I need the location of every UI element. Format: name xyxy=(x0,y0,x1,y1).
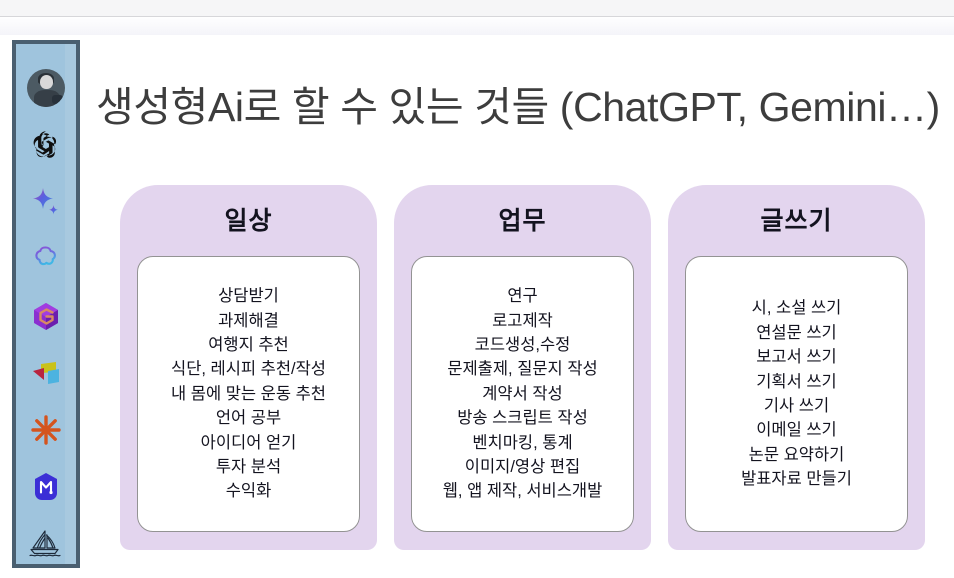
ai-app-rail xyxy=(12,40,80,568)
category-title: 글쓰기 xyxy=(760,207,833,235)
list-item: 보고서 쓰기 xyxy=(756,348,837,367)
category-card-daily: 일상 상담받기 과제해결 여행지 추천 식단, 레시피 추천/작성 내 몸에 맞… xyxy=(120,185,377,550)
list-item: 웹, 앱 제작, 서비스개발 xyxy=(442,482,603,501)
list-item: 연설문 쓰기 xyxy=(756,323,837,342)
claude-asterisk-icon[interactable] xyxy=(26,410,66,450)
list-item: 문제출제, 질문지 작성 xyxy=(447,360,598,379)
list-item: 상담받기 xyxy=(218,287,279,306)
list-item: 연구 xyxy=(507,287,538,306)
midjourney-sailboat-icon[interactable] xyxy=(26,524,66,564)
openai-chatgpt-icon[interactable] xyxy=(26,125,66,165)
user-avatar-icon[interactable] xyxy=(26,68,66,108)
list-item: 시, 소설 쓰기 xyxy=(751,299,842,318)
category-card-writing: 글쓰기 시, 소설 쓰기 연설문 쓰기 보고서 쓰기 기획서 쓰기 기사 쓰기 … xyxy=(668,185,925,550)
miro-hexagon-m-icon[interactable] xyxy=(26,467,66,507)
list-item: 이메일 쓰기 xyxy=(756,421,837,440)
browser-top-strip xyxy=(0,0,954,17)
category-title: 일상 xyxy=(224,207,273,235)
category-card-work: 업무 연구 로고제작 코드생성,수정 문제출제, 질문지 작성 계약서 작성 방… xyxy=(394,185,651,550)
list-item: 수익화 xyxy=(225,482,272,501)
list-item: 벤치마킹, 통계 xyxy=(472,433,573,452)
category-item-box: 상담받기 과제해결 여행지 추천 식단, 레시피 추천/작성 내 몸에 맞는 운… xyxy=(137,256,360,532)
category-item-box: 연구 로고제작 코드생성,수정 문제출제, 질문지 작성 계약서 작성 방송 스… xyxy=(411,256,634,532)
category-item-box: 시, 소설 쓰기 연설문 쓰기 보고서 쓰기 기획서 쓰기 기사 쓰기 이메일 … xyxy=(685,256,908,532)
avatar-shoulder xyxy=(52,95,63,104)
avatar-head xyxy=(40,75,53,89)
list-item: 아이디어 얻기 xyxy=(200,433,297,452)
genspark-cloud-icon[interactable] xyxy=(26,239,66,279)
list-item: 투자 분석 xyxy=(215,458,282,477)
list-item: 기사 쓰기 xyxy=(763,397,830,415)
list-item: 방송 스크립트 작성 xyxy=(457,409,588,428)
toolbar-strip xyxy=(0,18,954,35)
category-card-group: 일상 상담받기 과제해결 여행지 추천 식단, 레시피 추천/작성 내 몸에 맞… xyxy=(120,185,925,550)
category-title: 업무 xyxy=(498,207,547,235)
list-item: 발표자료 만들기 xyxy=(741,470,852,489)
list-item: 논문 요약하기 xyxy=(748,445,845,464)
list-item: 이미지/영상 편집 xyxy=(464,458,581,477)
page-title: 생성형Ai로 할 수 있는 것들 (ChatGPT, Gemini…) xyxy=(96,84,940,130)
gemini-sparkle-icon[interactable] xyxy=(26,182,66,222)
list-item: 로고제작 xyxy=(492,311,553,330)
list-item: 코드생성,수정 xyxy=(474,335,571,354)
list-item: 식단, 레시피 추천/작성 xyxy=(171,360,326,379)
slide-canvas: 생성형Ai로 할 수 있는 것들 (ChatGPT, Gemini…) 일상 상… xyxy=(0,35,954,578)
list-item: 언어 공부 xyxy=(215,409,282,428)
list-item: 여행지 추천 xyxy=(208,335,289,354)
list-item: 계약서 작성 xyxy=(482,384,563,403)
gamma-cube-icon[interactable] xyxy=(26,296,66,336)
napkin-box-icon[interactable] xyxy=(26,353,66,393)
list-item: 과제해결 xyxy=(218,311,279,330)
avatar xyxy=(27,69,65,107)
list-item: 내 몸에 맞는 운동 추천 xyxy=(171,384,326,403)
list-item: 기획서 쓰기 xyxy=(756,372,837,391)
